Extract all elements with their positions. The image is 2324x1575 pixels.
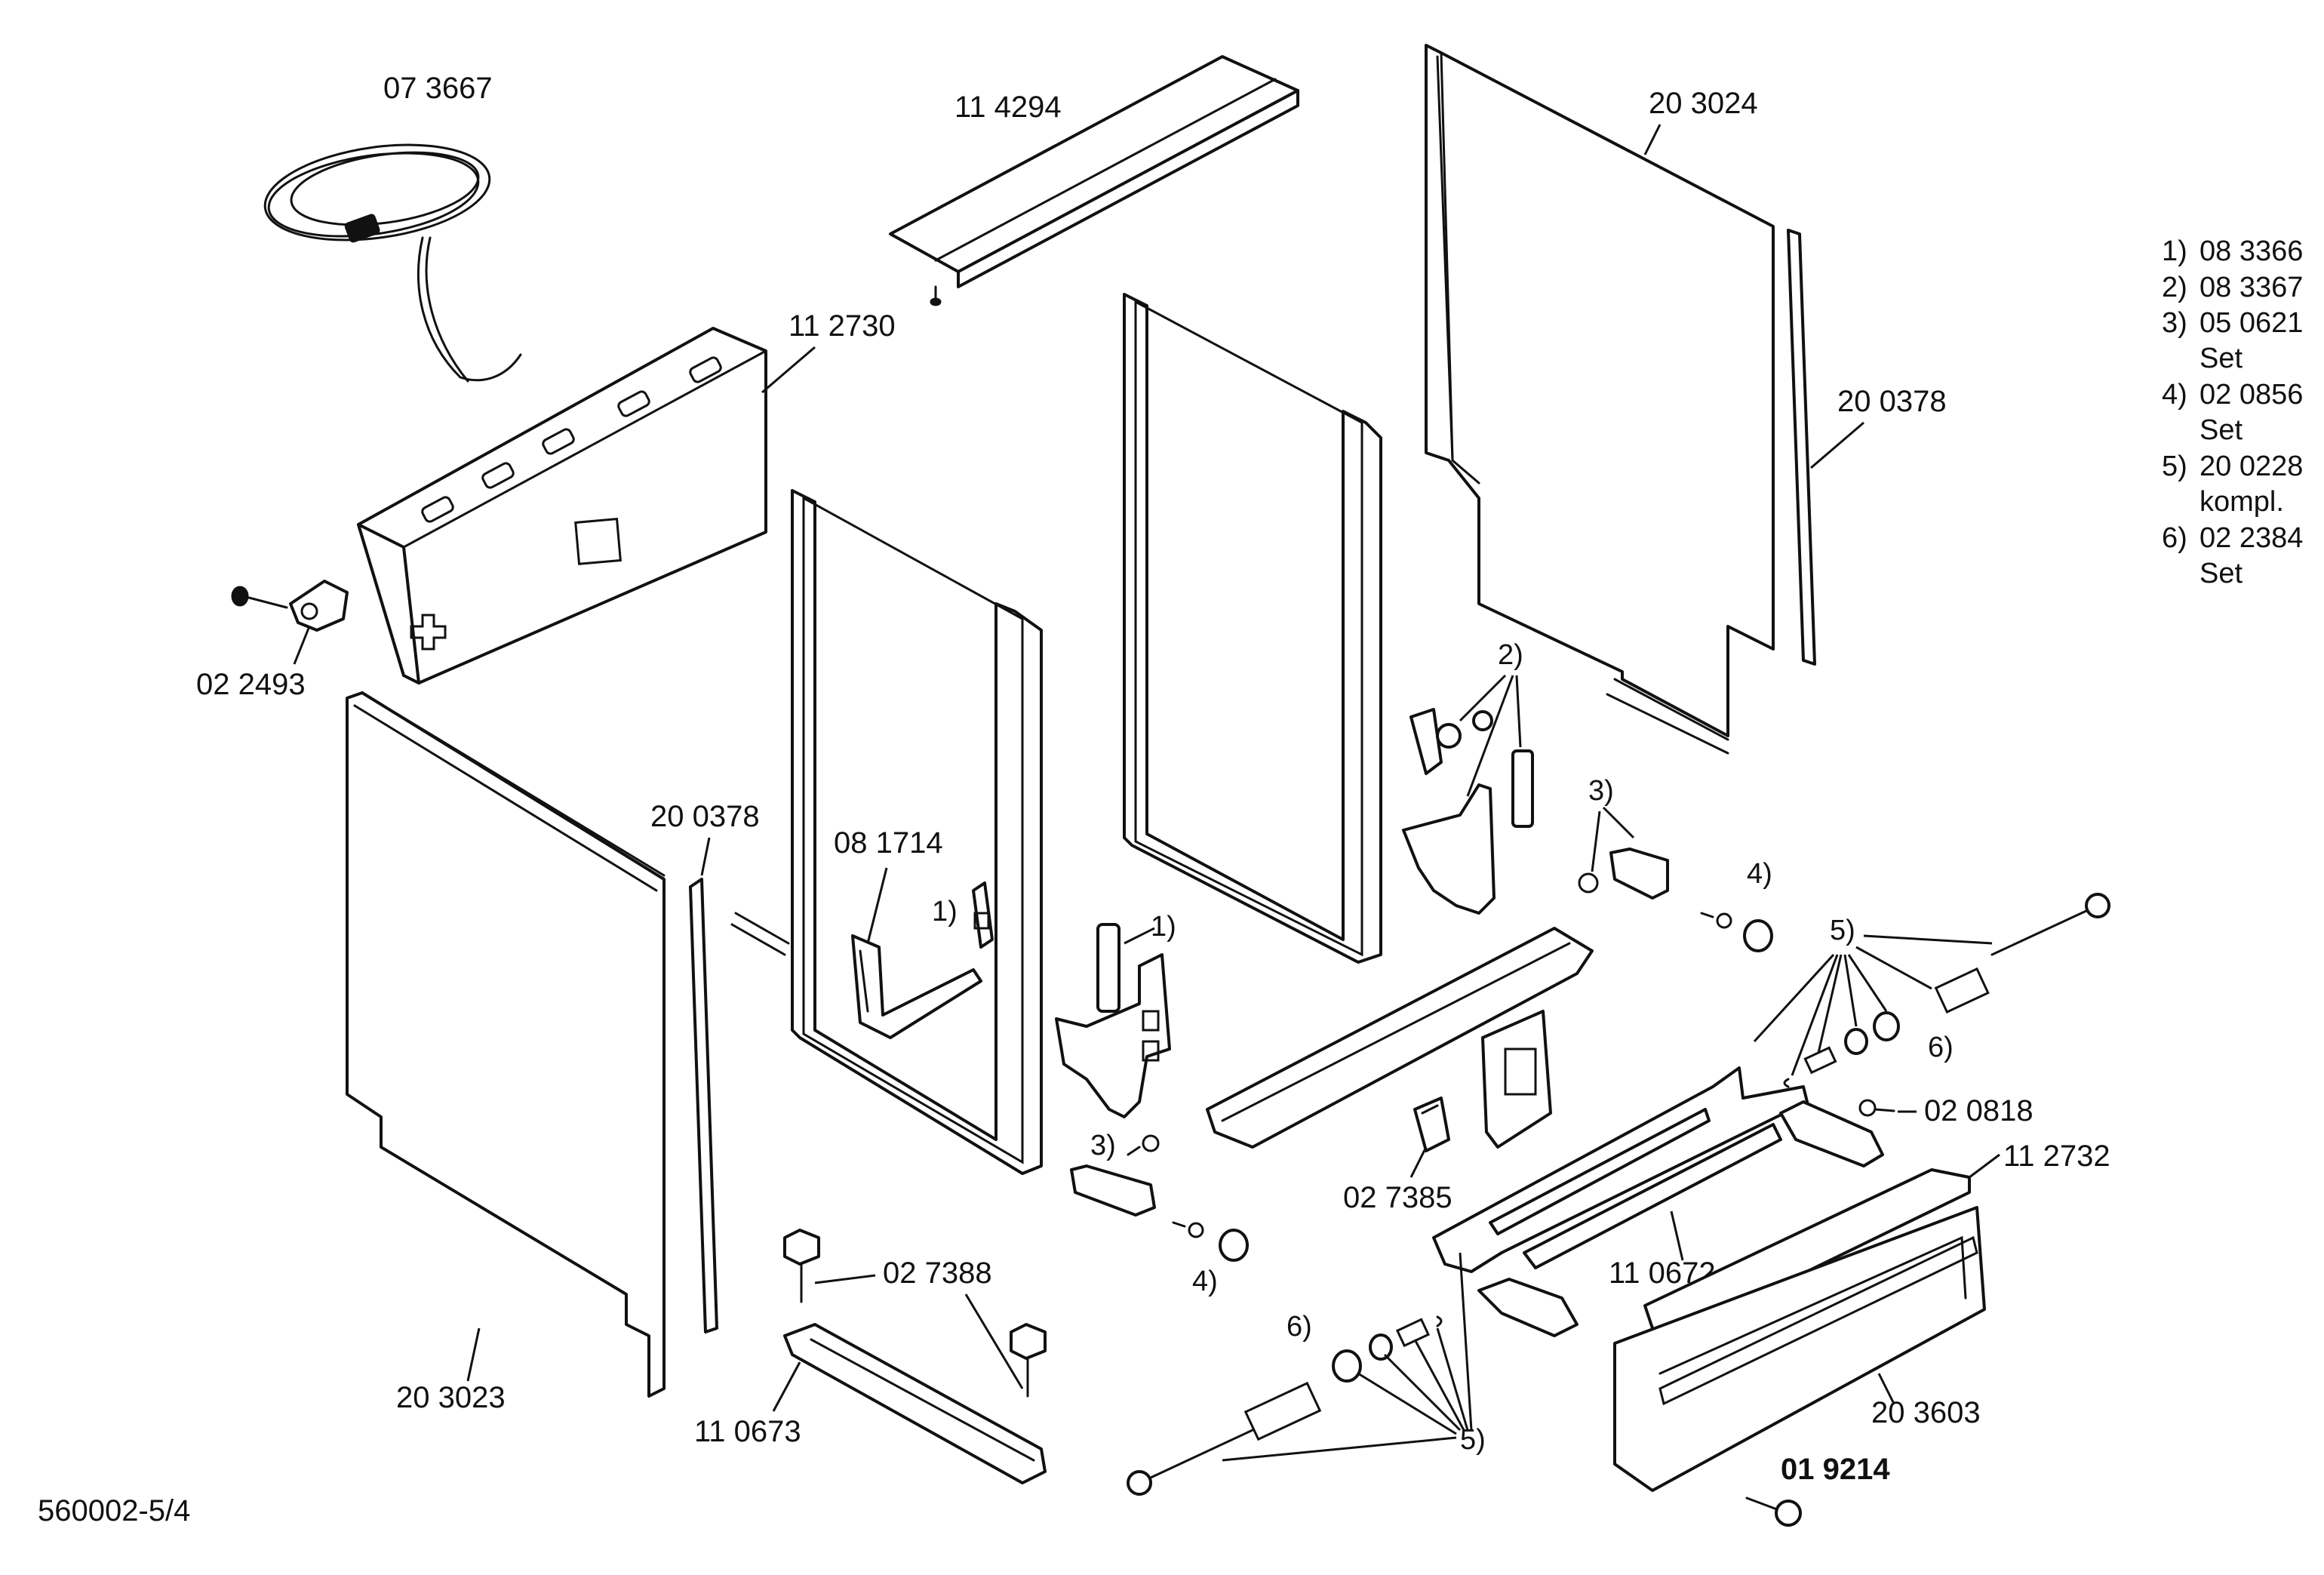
callout-1-center: 1) (1151, 911, 1176, 943)
screw-02-0818 (1858, 1099, 1895, 1117)
cable-clamp (231, 580, 349, 632)
label-base-left: 11 0673 (694, 1415, 801, 1448)
washer-4-upper (1700, 912, 1773, 952)
base-rail-center (1206, 927, 1594, 1149)
seal-strip-right (1787, 229, 1816, 666)
plinth-screw (1745, 1497, 1802, 1527)
callout-4-upper: 4) (1747, 858, 1772, 890)
hinge-assembly (1055, 923, 1171, 1118)
callout-3-upper: 3) (1588, 775, 1614, 807)
label-seal-left: 20 0378 (650, 800, 760, 833)
legend-key: 2) (2162, 272, 2187, 303)
label-cable: 07 3667 (383, 72, 493, 105)
legend-note: Set (2200, 558, 2243, 589)
label-front-rail: 11 2730 (788, 309, 896, 343)
callout-4-lower: 4) (1192, 1266, 1218, 1297)
label-base-front: 11 2732 (2003, 1140, 2110, 1173)
power-cable (263, 143, 522, 383)
label-hinge-nut: 02 7388 (883, 1257, 992, 1290)
callout-6-upper: 6) (1928, 1032, 1954, 1063)
front-rail (357, 327, 767, 684)
door-frame-right (1123, 293, 1382, 964)
label-side-panel: 20 3023 (396, 1381, 506, 1414)
back-panel (1425, 44, 1775, 755)
legend-value: 08 3367 (2200, 272, 2303, 303)
washer-4-lower (1172, 1221, 1249, 1262)
callout-2: 2) (1498, 639, 1523, 671)
legend-key: 4) (2162, 379, 2187, 411)
base-strut-left (783, 1229, 1047, 1484)
legend-key: 5) (2162, 451, 2187, 482)
label-screw: 02 0818 (1924, 1094, 2034, 1127)
hinge-bracket (851, 934, 982, 1039)
label-foot-clip: 02 7385 (1343, 1181, 1452, 1214)
legend: 1) 08 3366 2) 08 3367 3) 05 0621 Set 4) … (2162, 235, 2303, 589)
bracket-3-lower (1070, 1134, 1160, 1217)
plinth (1613, 1206, 1986, 1492)
callout-5-upper: 5) (1830, 915, 1855, 946)
hinge-assembly-2 (1402, 708, 1534, 915)
label-clamp: 02 2493 (196, 668, 306, 701)
legend-note: kompl. (2200, 486, 2284, 518)
legend-value: 02 0856 (2200, 379, 2303, 411)
legend-note: Set (2200, 414, 2243, 446)
legend-value: 08 3366 (2200, 235, 2303, 267)
callout-3-lower: 3) (1090, 1130, 1116, 1161)
label-back-panel: 20 3024 (1649, 87, 1758, 120)
base-rail-right (1432, 1066, 1884, 1337)
legend-value: 05 0621 (2200, 307, 2303, 339)
legend-value: 02 2384 (2200, 522, 2303, 554)
legend-key: 3) (2162, 307, 2187, 339)
legend-key: 1) (2162, 235, 2187, 267)
foot-clip (1413, 1097, 1450, 1152)
legend-key: 6) (2162, 522, 2187, 554)
label-seal-right: 20 0378 (1837, 385, 1947, 418)
door-frame-left (730, 489, 1043, 1175)
drawing-id: 560002-5/4 (38, 1494, 190, 1527)
callout-6-lower: 6) (1286, 1311, 1312, 1343)
spring-assembly-lower (1127, 1315, 1443, 1496)
bracket-3-upper (1578, 847, 1669, 900)
label-top-strip: 11 4294 (954, 91, 1062, 124)
legend-value: 20 0228 (2200, 451, 2303, 482)
side-panel (346, 691, 666, 1398)
label-plinth: 20 3603 (1871, 1396, 1981, 1429)
spring-assembly-upper (1783, 893, 2110, 1088)
legend-note: Set (2200, 343, 2243, 374)
top-strip (889, 55, 1299, 306)
label-hinge-bracket: 08 1714 (834, 826, 943, 860)
hinge-part-1-left (972, 881, 994, 949)
label-plinth-screw: 01 9214 (1781, 1453, 1890, 1486)
callout-1-left: 1) (932, 896, 958, 927)
seal-strip-left (689, 878, 718, 1334)
